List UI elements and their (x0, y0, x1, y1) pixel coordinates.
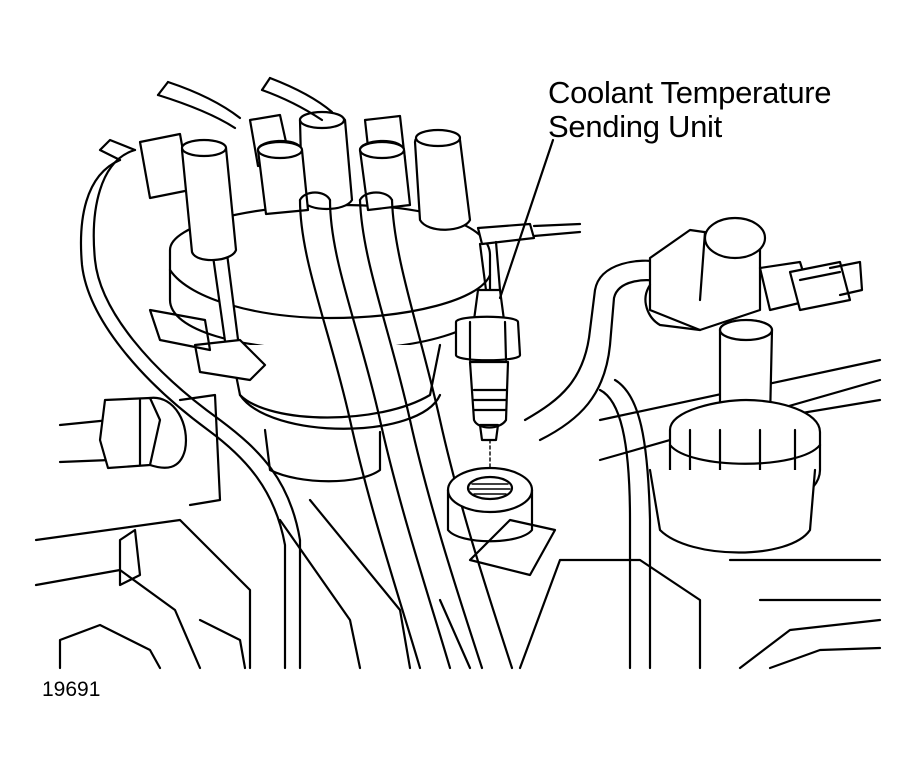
callout-line-2: Sending Unit (548, 109, 722, 144)
hose-clamp-assembly (644, 216, 864, 332)
distributor (148, 203, 492, 483)
spark-plug-wires-down (298, 191, 514, 670)
vacuum-hose-left (79, 138, 302, 670)
callout-line-1: Coolant Temperature (548, 75, 832, 110)
radiator-cap-fitting (648, 318, 822, 554)
callout-label: Coolant Temperature Sending Unit (548, 75, 832, 144)
callout-leader-line (498, 138, 555, 300)
mounting-bolt (58, 393, 222, 507)
spark-plug-wires-top (156, 76, 334, 130)
sensor-mounting-port (446, 439, 534, 543)
heater-hose-right (523, 259, 664, 670)
figure-number: 19691 (42, 678, 101, 701)
